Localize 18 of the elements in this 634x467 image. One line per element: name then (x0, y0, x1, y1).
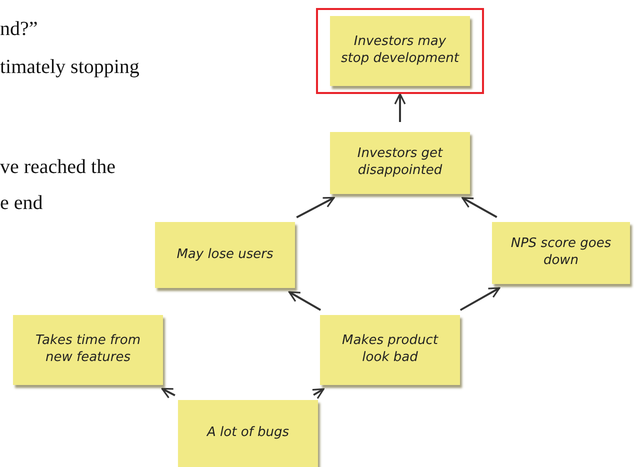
arrow (312, 388, 324, 400)
arrow (288, 291, 322, 311)
sticky-note: Makes product look bad (320, 315, 460, 385)
arrow (394, 93, 406, 122)
sticky-note: A lot of bugs (178, 400, 318, 467)
sticky-note: NPS score goes down (492, 222, 630, 284)
sticky-note: Investors may stop development (330, 16, 470, 86)
body-text: nd?” (0, 18, 38, 41)
arrow (161, 388, 176, 399)
arrow (460, 287, 500, 311)
arrow (462, 197, 498, 218)
body-text: timately stopping (0, 56, 140, 79)
arrow (296, 196, 335, 218)
body-text: ve reached the (0, 156, 116, 179)
sticky-note: Investors get disappointed (330, 132, 470, 194)
sticky-note: Takes time from new features (13, 315, 163, 385)
sticky-note: May lose users (155, 222, 295, 288)
body-text: e end (0, 192, 43, 215)
